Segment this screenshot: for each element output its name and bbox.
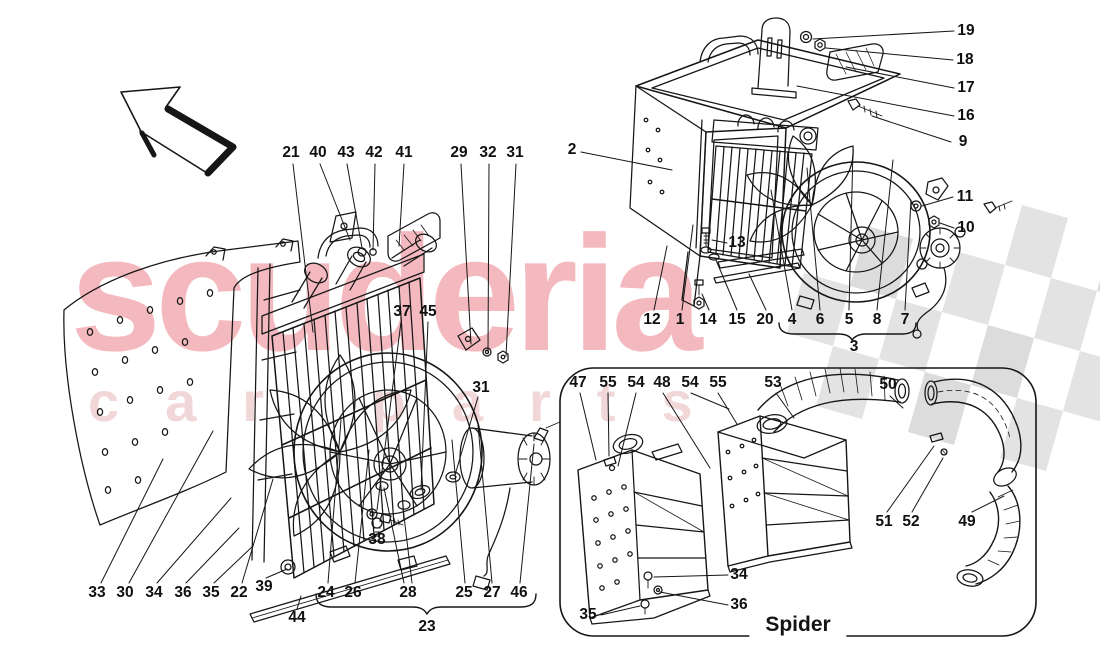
callout-18: 18 [956,51,974,68]
callout-30: 30 [116,584,134,601]
spider-inset-label: Spider [749,613,847,637]
callout-54: 54 [681,374,699,391]
callout-31: 31 [506,144,524,161]
callout-7: 7 [900,311,910,328]
callout-25: 25 [455,584,473,601]
callout-20: 20 [756,311,774,328]
callout-46: 46 [510,584,528,601]
callout-51: 51 [875,513,893,530]
callout-17: 17 [957,79,975,96]
left-radiator-assembly [63,211,561,623]
callout-54: 54 [627,374,645,391]
callout-55: 55 [599,374,617,391]
callout-16: 16 [957,107,975,124]
callout-52: 52 [902,513,920,530]
callout-23: 23 [418,618,436,635]
callout-1: 1 [675,311,685,328]
callout-24: 24 [317,584,335,601]
callout-27: 27 [483,584,501,601]
callout-2: 2 [567,141,577,158]
callout-34: 34 [730,566,748,583]
callout-37: 37 [393,303,411,320]
callout-12: 12 [643,311,661,328]
callout-4: 4 [787,311,797,328]
callout-26: 26 [344,584,362,601]
direction-arrow [120,86,237,177]
callout-10: 10 [957,219,975,236]
callout-5: 5 [844,311,854,328]
callout-44: 44 [288,609,306,626]
callout-36: 36 [730,596,748,613]
right-radiator-assembly [629,17,1013,339]
callout-leader-lines [100,30,1005,616]
callout-31: 31 [472,379,490,396]
callout-50: 50 [879,376,897,393]
callout-19: 19 [957,22,975,39]
callout-11: 11 [956,188,974,205]
callout-48: 48 [653,374,671,391]
callout-9: 9 [958,133,968,150]
callout-38: 38 [368,531,386,548]
callout-36: 36 [174,584,192,601]
callout-33: 33 [88,584,106,601]
group-braces [315,322,917,615]
callout-32: 32 [479,144,497,161]
watermark-secondary: car parts [88,370,739,433]
callout-13: 13 [728,234,746,251]
callout-22: 22 [230,584,248,601]
callout-3: 3 [849,338,859,355]
callout-15: 15 [728,311,746,328]
callout-35: 35 [579,606,597,623]
callout-41: 41 [395,144,413,161]
callout-49: 49 [958,513,976,530]
callout-8: 8 [872,311,882,328]
callout-47: 47 [569,374,587,391]
callout-28: 28 [399,584,417,601]
spider-inset-box [559,367,1037,637]
callout-29: 29 [450,144,468,161]
callout-6: 6 [815,311,825,328]
callout-35: 35 [202,584,220,601]
watermark-primary: scuderia [70,202,703,385]
callout-42: 42 [365,144,383,161]
callout-53: 53 [764,374,782,391]
callout-45: 45 [419,303,437,320]
callout-55: 55 [709,374,727,391]
callout-14: 14 [699,311,717,328]
callout-39: 39 [255,578,273,595]
callout-43: 43 [337,144,355,161]
callout-40: 40 [309,144,327,161]
callout-21: 21 [282,144,300,161]
callout-34: 34 [145,584,163,601]
